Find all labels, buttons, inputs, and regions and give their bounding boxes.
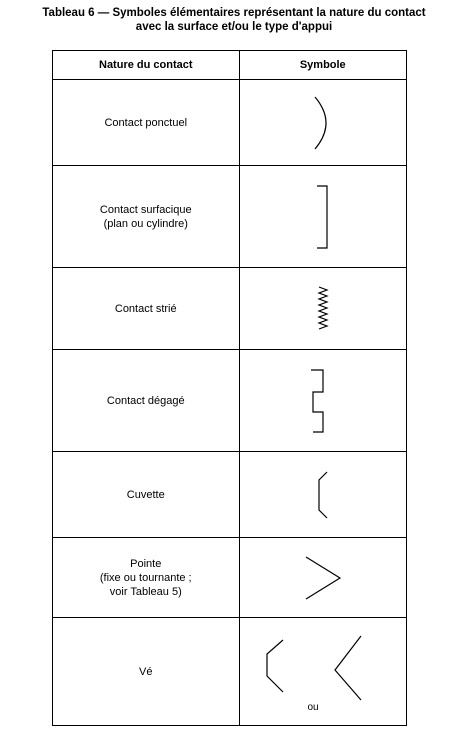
label-cell: Contact strié [52,267,240,350]
label-line: Contact strié [114,302,177,315]
stepped-bracket-symbol-icon [310,368,324,433]
table-caption: Tableau 6 — Symboles élémentaires représ… [0,6,468,34]
vee-symbol-icon: ou [266,635,362,713]
label-line: Pointe [130,557,162,570]
label-line: Cuvette [126,488,165,501]
bracket-symbol-icon [316,184,328,249]
header-nature: Nature du contact [52,50,240,80]
label-line: Contact ponctuel [104,116,188,129]
symbol-cell [238,537,408,618]
label-cell: Contact ponctuel [52,79,240,166]
zigzag-symbol-icon [317,285,329,330]
label-line: Vé [139,665,153,678]
symbol-cell [238,79,408,166]
caption-line-1: Tableau 6 — Symboles élémentaires représ… [42,7,426,19]
vee-right-icon [333,635,362,700]
label-cell: Vé [52,617,240,726]
table-row: Contact surfacique (plan ou cylindre) [52,165,408,268]
arc-symbol-icon [314,96,327,149]
label-cell: Cuvette [52,451,240,538]
header-row: Nature du contact Symbole [52,50,408,80]
table-row: Contact ponctuel [52,79,408,166]
table-row: Cuvette [52,451,408,538]
symbol-or-text: ou [307,702,318,713]
label-line: (fixe ou tournante ; [99,571,192,584]
caption-line-2: avec la surface et/ou le type d'appui [135,21,333,33]
label-line: (plan ou cylindre) [103,217,188,230]
symbol-cell [238,451,408,538]
label-line: Contact surfacique [99,203,192,216]
symbol-cell: ou [238,617,408,726]
point-symbol-icon [305,555,341,600]
label-cell: Pointe (fixe ou tournante ; voir Tableau… [52,537,240,618]
symbol-cell [238,349,408,452]
header-symbole: Symbole [238,50,408,80]
label-line: Contact dégagé [106,394,185,407]
table-row: Contact dégagé [52,349,408,452]
label-cell: Contact dégagé [52,349,240,452]
cup-symbol-icon [318,471,328,518]
label-line: voir Tableau 5) [109,585,182,598]
contact-symbols-table: Nature du contact Symbole Contact ponctu… [52,50,408,726]
symbol-cell [238,267,408,350]
symbol-cell [238,165,408,268]
vee-left-icon [266,639,284,692]
table-row: Contact strié [52,267,408,350]
table-row: Vé ou [52,617,408,726]
table-row: Pointe (fixe ou tournante ; voir Tableau… [52,537,408,618]
label-cell: Contact surfacique (plan ou cylindre) [52,165,240,268]
